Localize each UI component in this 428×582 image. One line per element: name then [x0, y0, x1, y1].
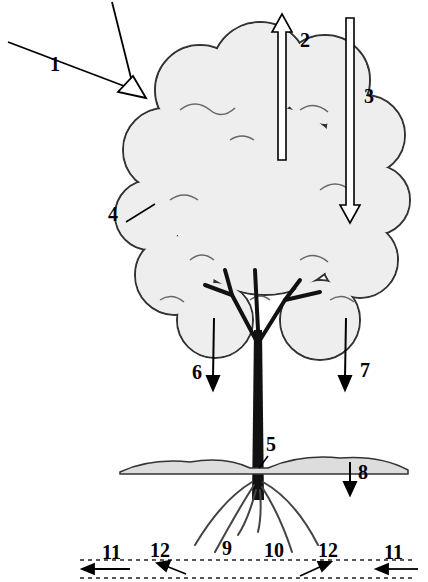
tree-crown-fill [116, 23, 409, 359]
tree-roots [195, 482, 318, 552]
callout-number: 9 [222, 538, 232, 558]
tree-crown-outline [115, 22, 410, 360]
callout-number: 11 [102, 542, 121, 562]
callout-number: 6 [192, 362, 202, 382]
callout-number: 8 [358, 462, 368, 482]
callout-number: 12 [318, 540, 338, 560]
groundwater-line [80, 560, 412, 578]
light-arrow [8, 2, 131, 86]
light-arrow-head [118, 76, 146, 98]
flow-arrow [207, 318, 356, 495]
callout-number: 1 [50, 54, 60, 74]
groundwater-arrow [82, 561, 418, 576]
tree-branches [205, 270, 320, 340]
callout-number: 11 [384, 542, 403, 562]
callout-number: 12 [150, 540, 170, 560]
callout-number: 3 [364, 86, 374, 106]
callout-number: 2 [300, 30, 310, 50]
callout-number: 5 [266, 434, 276, 454]
callout-number: 10 [264, 540, 284, 560]
leader-line [126, 204, 155, 222]
callout-number: 7 [360, 360, 370, 380]
callout-number: 4 [108, 204, 118, 224]
evaporation-arrow [272, 14, 292, 160]
precipitation-arrow [340, 18, 360, 223]
leader-line [259, 456, 268, 468]
